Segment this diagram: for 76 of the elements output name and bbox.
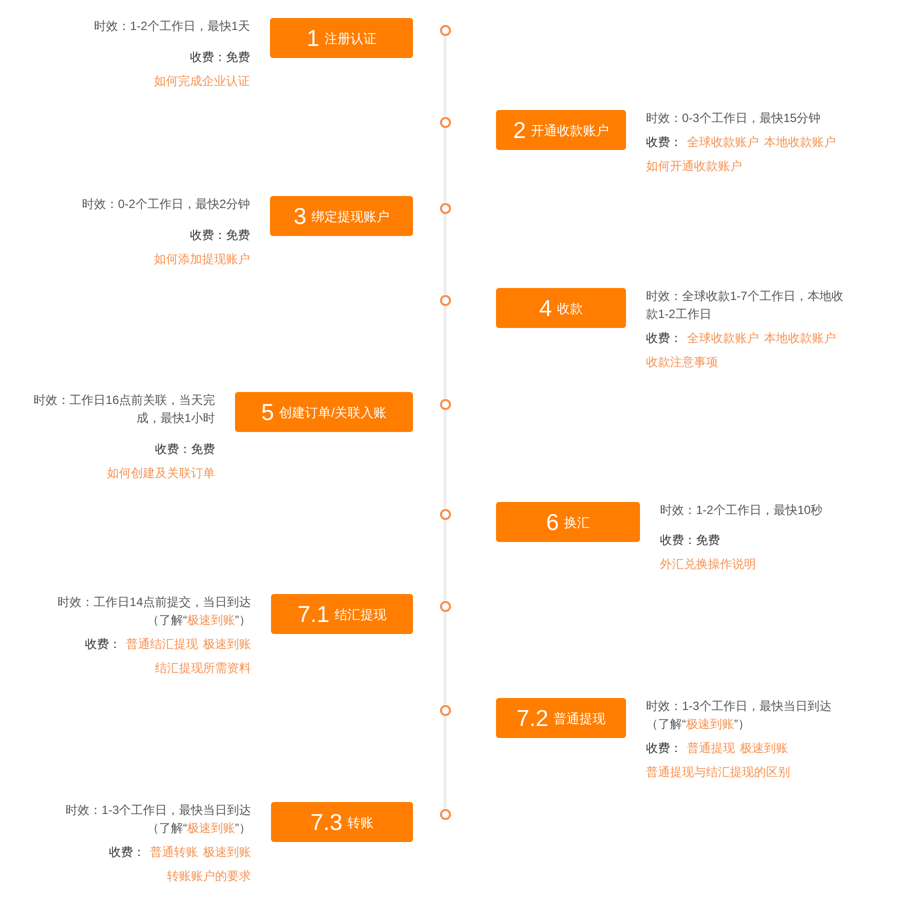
timeline-dot	[438, 294, 452, 306]
fee-link: 本地收款账户	[764, 330, 836, 347]
fee-link: 极速到账	[740, 740, 788, 757]
fee-label: 收费：	[85, 636, 121, 653]
fee-link: 普通转账	[150, 844, 198, 861]
fee-text: 收费：免费	[660, 532, 720, 549]
timing-text: 时效：工作日16点前关联，当天完成，最快1小时	[32, 392, 215, 427]
fee-text: 收费：免费	[155, 441, 215, 458]
step-box	[496, 288, 626, 328]
timing-text: 时效：1-3个工作日，最快当日到达（了解“极速到账”）	[646, 698, 832, 733]
fee-label: 收费：	[646, 330, 682, 347]
step-box	[496, 110, 626, 150]
inline-link: 极速到账	[686, 717, 734, 731]
step-number: 6	[546, 510, 559, 534]
timing-text: 时效：全球收款1-7个工作日，本地收款1-2工作日	[646, 288, 844, 323]
inline-link: 极速到账	[187, 613, 235, 627]
timeline-dot	[438, 808, 452, 820]
step-box	[496, 698, 626, 738]
step-title: 创建订单/关联入账	[279, 406, 387, 418]
fee-link: 全球收款账户	[687, 330, 759, 347]
step-title: 普通提现	[553, 712, 606, 724]
step-number: 1	[306, 26, 320, 50]
guide-link: 收款注意事项	[646, 354, 718, 371]
step-number: 3	[294, 204, 306, 228]
step-box	[270, 18, 413, 58]
timeline-dot	[438, 508, 452, 520]
fee-link: 极速到账	[203, 844, 251, 861]
timing-text: 时效：0-3个工作日，最快15分钟	[646, 110, 821, 127]
fee-link: 极速到账	[203, 636, 251, 653]
step-number: 5	[261, 400, 274, 424]
guide-link: 如何完成企业认证	[154, 73, 250, 90]
timeline-dot	[438, 600, 452, 612]
guide-link: 结汇提现所需资料	[155, 660, 251, 677]
timeline-dot	[438, 116, 452, 128]
step-title: 转账	[347, 816, 374, 828]
timing-text: 时效：1-2个工作日，最快10秒	[660, 502, 823, 519]
step-number: 4	[539, 296, 552, 320]
timeline-dot	[438, 202, 452, 214]
step-box	[271, 802, 413, 842]
timeline-dot	[438, 704, 452, 716]
timing-text: 时效：1-3个工作日，最快当日到达（了解“极速到账”）	[64, 802, 251, 837]
fee-text: 收费：免费	[190, 49, 250, 66]
step-title: 注册认证	[324, 32, 376, 44]
fee-text: 收费：免费	[190, 227, 250, 244]
step-title: 换汇	[564, 516, 590, 528]
fee-link: 本地收款账户	[764, 134, 836, 151]
fee-label: 收费：	[109, 844, 145, 861]
guide-link: 外汇兑换操作说明	[660, 556, 756, 573]
inline-link: 极速到账	[187, 821, 235, 835]
guide-link: 普通提现与结汇提现的区别	[646, 764, 790, 781]
step-box	[270, 196, 413, 236]
step-number: 7.3	[310, 810, 342, 834]
fee-link: 普通提现	[687, 740, 735, 757]
guide-link: 如何添加提现账户	[154, 251, 250, 268]
fee-link: 普通结汇提现	[126, 636, 198, 653]
step-title: 结汇提现	[334, 608, 386, 620]
step-number: 7.2	[516, 706, 548, 730]
guide-link: 如何创建及关联订单	[107, 465, 215, 482]
step-number: 2	[513, 118, 526, 142]
step-box	[235, 392, 413, 432]
fee-label: 收费：	[646, 134, 682, 151]
step-number: 7.1	[298, 602, 330, 626]
step-title: 开通收款账户	[530, 124, 609, 136]
timing-text: 时效：0-2个工作日，最快2分钟	[82, 196, 250, 213]
fee-label: 收费：	[646, 740, 682, 757]
timing-text: 时效：工作日14点前提交，当日到达（了解“极速到账”）	[56, 594, 251, 629]
step-title: 收款	[556, 302, 583, 314]
guide-link: 如何开通收款账户	[646, 158, 742, 175]
fee-link: 全球收款账户	[687, 134, 759, 151]
timing-text: 时效：1-2个工作日，最快1天	[94, 18, 250, 35]
step-title: 绑定提现账户	[311, 210, 390, 222]
timeline-dot	[438, 398, 452, 410]
guide-link: 转账账户的要求	[167, 868, 251, 885]
step-box	[496, 502, 640, 542]
step-box	[271, 594, 413, 634]
timeline-dot	[438, 24, 452, 36]
